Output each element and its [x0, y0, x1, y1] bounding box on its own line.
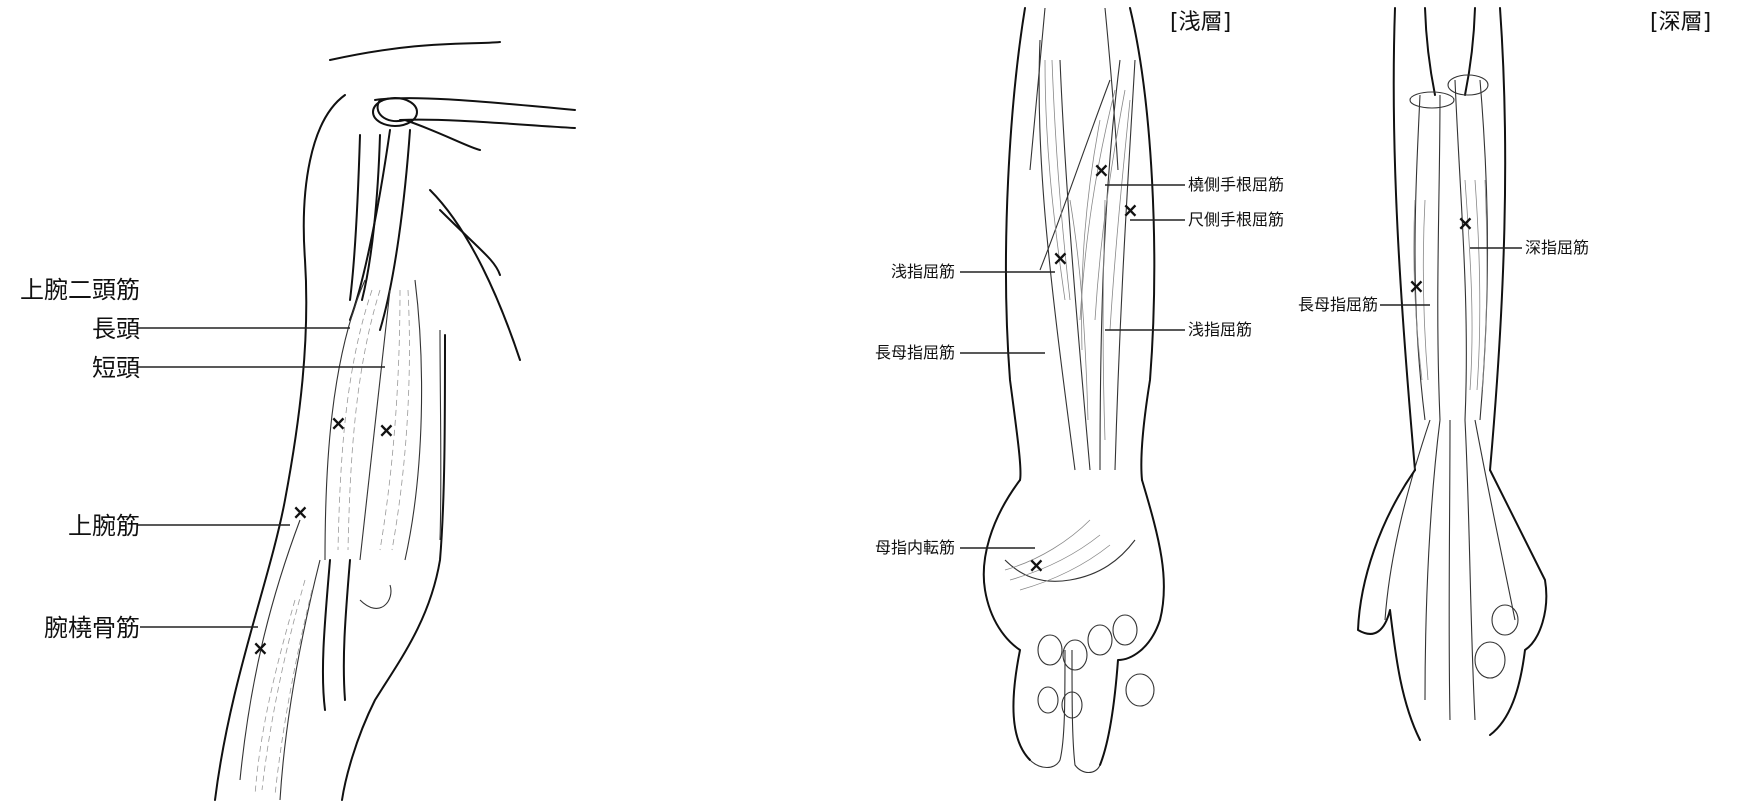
label-fds-left: 浅指屈筋	[890, 262, 955, 281]
label-fcu: 尺側手根屈筋	[1188, 210, 1285, 229]
label-biceps: 上腕二頭筋	[20, 276, 140, 304]
trigger-point-marker: ×	[1457, 211, 1474, 235]
superficial-forearm-illustration	[960, 7, 1185, 774]
trigger-point-marker: ×	[1052, 246, 1069, 270]
title-superficial: [浅層]	[1170, 10, 1232, 35]
label-long-head: 長頭	[92, 315, 140, 343]
label-fds-right: 浅指屈筋	[1188, 320, 1253, 339]
deep-forearm-illustration	[1357, 7, 1548, 741]
trigger-point-marker: ×	[1028, 553, 1045, 577]
label-short-head: 短頭	[92, 354, 140, 382]
superficial-layer-panel: × × × × [浅層] 橈側手根屈筋 尺側手根屈筋 浅指屈筋 浅指屈筋 長母指…	[860, 0, 1340, 802]
trigger-point-marker: ×	[1408, 274, 1425, 298]
trigger-point-marker: ×	[1093, 158, 1110, 182]
label-fpl: 長母指屈筋	[874, 343, 955, 362]
trigger-point-marker: ×	[1122, 198, 1139, 222]
deep-layer-panel: × × [深層] 深指屈筋 長母指屈筋	[1298, 0, 1740, 802]
upper-arm-panel: × × × × 上腕二頭筋 長頭 短頭 上腕筋 腕橈骨筋	[0, 0, 760, 802]
label-fcr: 橈側手根屈筋	[1188, 175, 1285, 194]
label-brachialis: 上腕筋	[68, 512, 140, 540]
trigger-point-marker: ×	[330, 411, 347, 435]
trigger-point-marker: ×	[252, 636, 269, 660]
label-adductor-pollicis: 母指内転筋	[874, 538, 955, 557]
label-fpl-deep: 長母指屈筋	[1297, 295, 1378, 314]
trigger-point-marker: ×	[292, 500, 309, 524]
label-fdp: 深指屈筋	[1525, 238, 1590, 257]
upper-arm-illustration	[138, 41, 576, 801]
label-brachioradialis: 腕橈骨筋	[44, 614, 140, 642]
title-deep: [深層]	[1650, 10, 1712, 35]
trigger-point-marker: ×	[378, 418, 395, 442]
